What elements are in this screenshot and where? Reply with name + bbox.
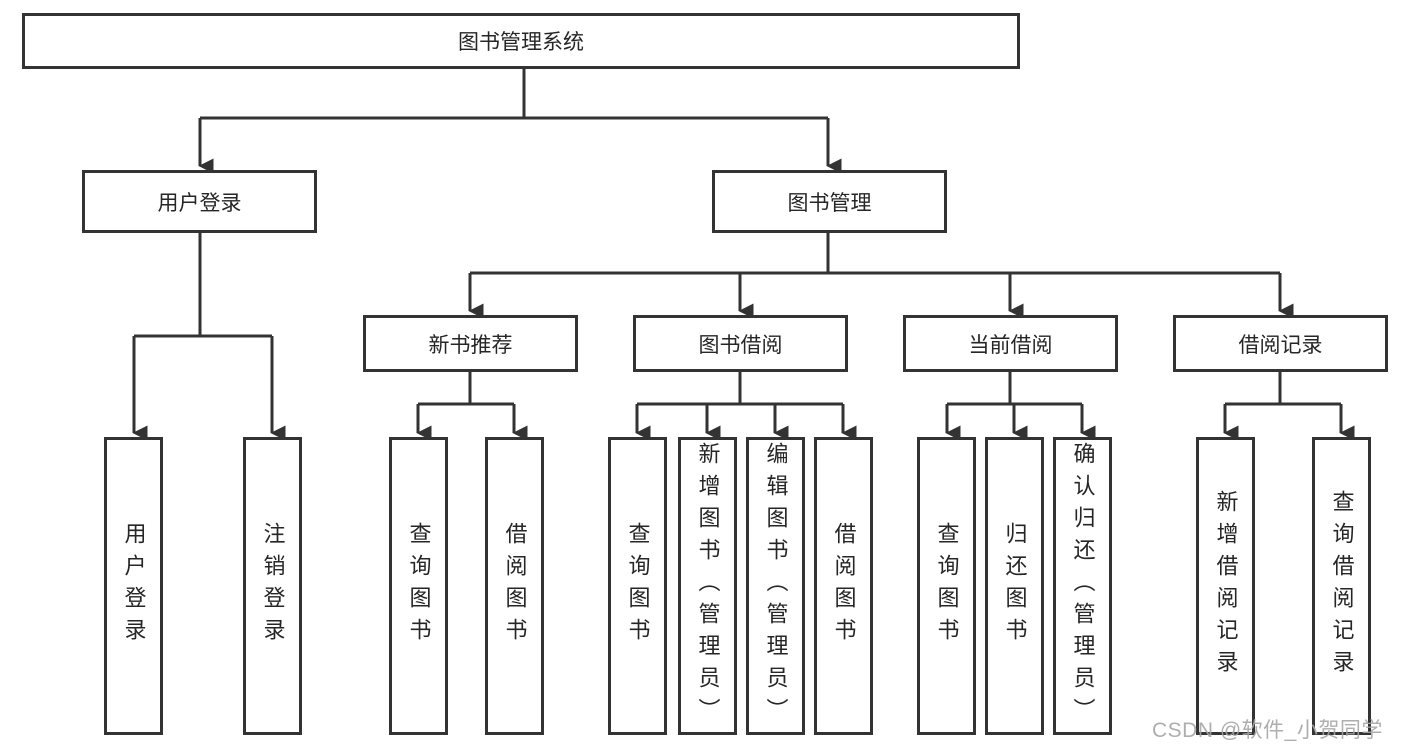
csdn-watermark: CSDN @软件_小贺同学 bbox=[1152, 719, 1383, 742]
leaf-borrow-books-recommend: 借阅图书 bbox=[485, 437, 544, 735]
leaf-borrow-books-borrowing-label: 借阅图书 bbox=[831, 522, 857, 650]
leaf-query-borrow-record-label: 查询借阅记录 bbox=[1329, 490, 1355, 682]
leaf-user-login: 用户登录 bbox=[104, 437, 163, 735]
leaf-edit-book-admin-label: 编辑图书（管理员） bbox=[763, 442, 789, 730]
node-book-management-label: 图书管理 bbox=[787, 191, 872, 215]
leaf-user-login-label: 用户登录 bbox=[121, 522, 147, 650]
node-current-borrowing-label: 当前借阅 bbox=[968, 333, 1053, 357]
leaf-return-books-label: 归还图书 bbox=[1002, 522, 1028, 650]
leaf-borrow-books-recommend-label: 借阅图书 bbox=[502, 522, 528, 650]
leaf-add-borrow-record: 新增借阅记录 bbox=[1196, 437, 1255, 735]
node-book-management-module: 图书管理 bbox=[712, 170, 947, 233]
leaf-confirm-return-admin: 确认归还（管理员） bbox=[1053, 437, 1112, 735]
leaf-query-books-current-label: 查询图书 bbox=[934, 522, 960, 650]
node-new-book-recommend-label: 新书推荐 bbox=[428, 333, 513, 357]
node-user-login-module: 用户登录 bbox=[82, 170, 317, 233]
node-borrowing-records: 借阅记录 bbox=[1173, 315, 1388, 372]
leaf-logout-label: 注销登录 bbox=[260, 522, 286, 650]
leaf-query-books-borrowing: 查询图书 bbox=[608, 437, 667, 735]
node-root-system: 图书管理系统 bbox=[22, 13, 1020, 69]
leaf-add-borrow-record-label: 新增借阅记录 bbox=[1213, 490, 1239, 682]
node-new-book-recommend: 新书推荐 bbox=[363, 315, 578, 372]
leaf-logout: 注销登录 bbox=[243, 437, 302, 735]
leaf-add-book-admin-label: 新增图书（管理员） bbox=[695, 442, 721, 730]
leaf-borrow-books-borrowing: 借阅图书 bbox=[814, 437, 873, 735]
leaf-query-books-borrowing-label: 查询图书 bbox=[625, 522, 651, 650]
node-root-label: 图书管理系统 bbox=[458, 31, 584, 54]
node-user-login-label: 用户登录 bbox=[157, 191, 242, 215]
leaf-query-books-recommend-label: 查询图书 bbox=[406, 522, 432, 650]
leaf-query-books-current: 查询图书 bbox=[917, 437, 976, 735]
leaf-confirm-return-admin-label: 确认归还（管理员） bbox=[1070, 442, 1096, 730]
leaf-edit-book-admin: 编辑图书（管理员） bbox=[746, 437, 805, 735]
leaf-return-books: 归还图书 bbox=[985, 437, 1044, 735]
leaf-add-book-admin: 新增图书（管理员） bbox=[678, 437, 737, 735]
leaf-query-books-recommend: 查询图书 bbox=[389, 437, 448, 735]
leaf-query-borrow-record: 查询借阅记录 bbox=[1312, 437, 1371, 735]
node-book-borrowing-label: 图书借阅 bbox=[698, 333, 783, 357]
node-borrowing-records-label: 借阅记录 bbox=[1238, 333, 1323, 357]
node-current-borrowing: 当前借阅 bbox=[903, 315, 1118, 372]
node-book-borrowing: 图书借阅 bbox=[633, 315, 848, 372]
